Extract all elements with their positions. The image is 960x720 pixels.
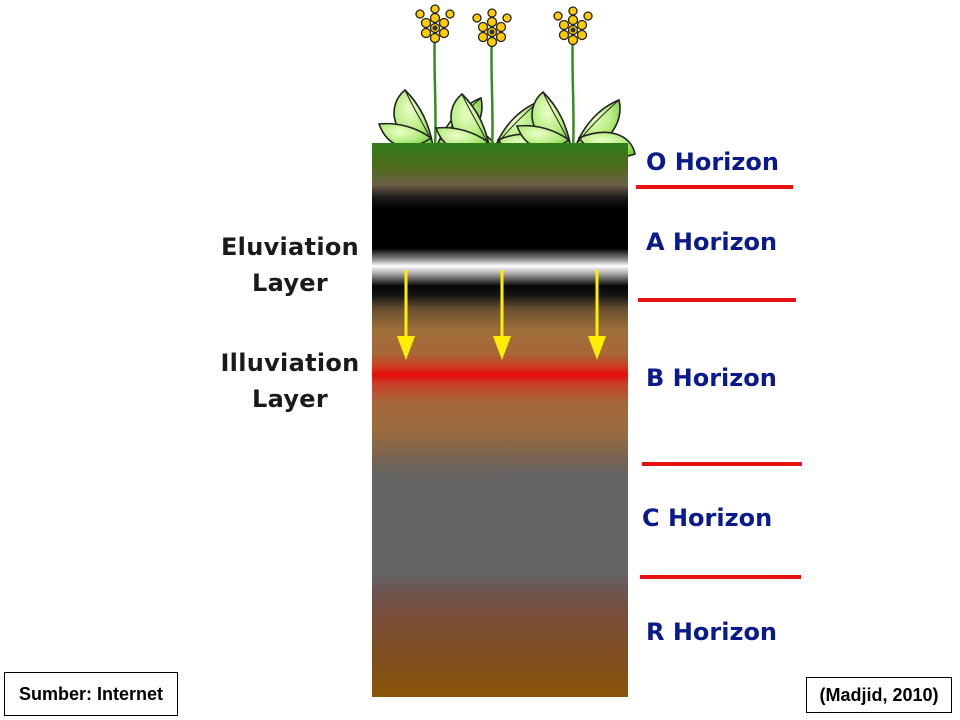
horizon-label-o: O Horizon <box>646 148 779 176</box>
soil-column <box>372 143 628 697</box>
horizon-label-r: R Horizon <box>646 618 778 646</box>
illuviation-label-line2: Layer <box>251 385 328 413</box>
eluviation-layer-label: Eluviation Layer <box>210 229 370 301</box>
horizon-label-b: B Horizon <box>646 364 777 392</box>
citation-box: (Madjid, 2010) <box>806 677 952 713</box>
illuviation-layer-label: Illuviation Layer <box>210 345 370 417</box>
plant-illustration <box>379 5 635 159</box>
eluviation-label-line2: Layer <box>251 269 328 297</box>
plant-3 <box>517 7 635 157</box>
source-note-box: Sumber: Internet <box>4 672 178 716</box>
horizon-label-a: A Horizon <box>646 228 778 256</box>
arrow-icon <box>588 270 606 360</box>
leaching-arrows <box>397 270 606 360</box>
arrow-icon <box>397 270 415 360</box>
arrow-icon <box>493 270 511 360</box>
horizon-boundaries <box>636 185 802 579</box>
horizon-label-c: C Horizon <box>642 504 773 532</box>
eluviation-label-line1: Eluviation <box>220 233 360 261</box>
illuviation-label-line1: Illuviation <box>220 349 360 377</box>
